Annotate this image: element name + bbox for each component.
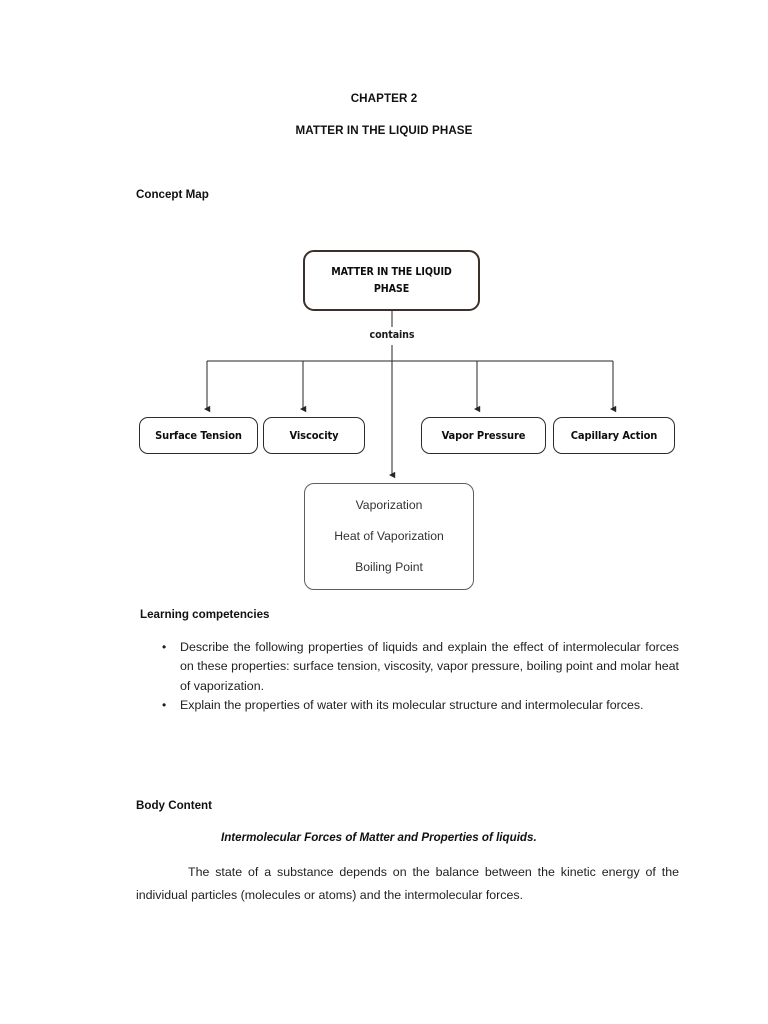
concept-node-root-line1: MATTER IN THE LIQUID [331, 265, 452, 278]
chapter-title: CHAPTER 2 [350, 92, 418, 105]
concept-map-heading: Concept Map [136, 188, 209, 201]
concept-node-vaporization-line3: Boiling Point [355, 560, 423, 574]
concept-node-vapor-pressure: Vapor Pressure [421, 417, 546, 454]
list-item: • Describe the following properties of l… [136, 638, 679, 696]
body-content-subheading: Intermolecular Forces of Matter and Prop… [221, 831, 537, 844]
concept-node-capillary-action: Capillary Action [553, 417, 675, 454]
body-content-paragraph: The state of a substance depends on the … [136, 865, 679, 902]
concept-node-vaporization-line2: Heat of Vaporization [334, 529, 444, 543]
concept-node-root: MATTER IN THE LIQUID PHASE [303, 250, 480, 311]
concept-node-vaporization-line1: Vaporization [355, 498, 423, 512]
learning-competencies-heading: Learning competencies [140, 608, 270, 621]
concept-node-capillary-action-label: Capillary Action [570, 429, 658, 442]
list-item: • Explain the properties of water with i… [136, 696, 679, 715]
concept-edge-label-contains: contains [0, 329, 768, 341]
concept-node-vaporization: Vaporization Heat of Vaporization Boilin… [304, 483, 474, 590]
bullet-icon: • [162, 640, 167, 654]
concept-node-surface-tension-label: Surface Tension [155, 429, 242, 442]
concept-node-viscosity: Viscocity [263, 417, 365, 454]
learning-competencies-list: • Describe the following properties of l… [136, 638, 679, 716]
concept-node-vapor-pressure-label: Vapor Pressure [441, 429, 526, 442]
concept-edge-label-text: contains [369, 329, 415, 341]
list-item-text: Explain the properties of water with its… [180, 698, 644, 713]
concept-map-connectors [204, 311, 617, 479]
concept-node-root-line2: PHASE [373, 282, 410, 295]
concept-node-surface-tension: Surface Tension [139, 417, 258, 454]
document-subject-title: MATTER IN THE LIQUID PHASE [295, 124, 473, 137]
concept-map-diagram: MATTER IN THE LIQUID PHASE contains Surf… [0, 250, 768, 590]
list-item-text: Describe the following properties of liq… [180, 640, 679, 693]
concept-node-viscosity-label: Viscocity [289, 429, 339, 442]
body-content-heading: Body Content [136, 799, 212, 812]
bullet-icon: • [162, 698, 167, 713]
